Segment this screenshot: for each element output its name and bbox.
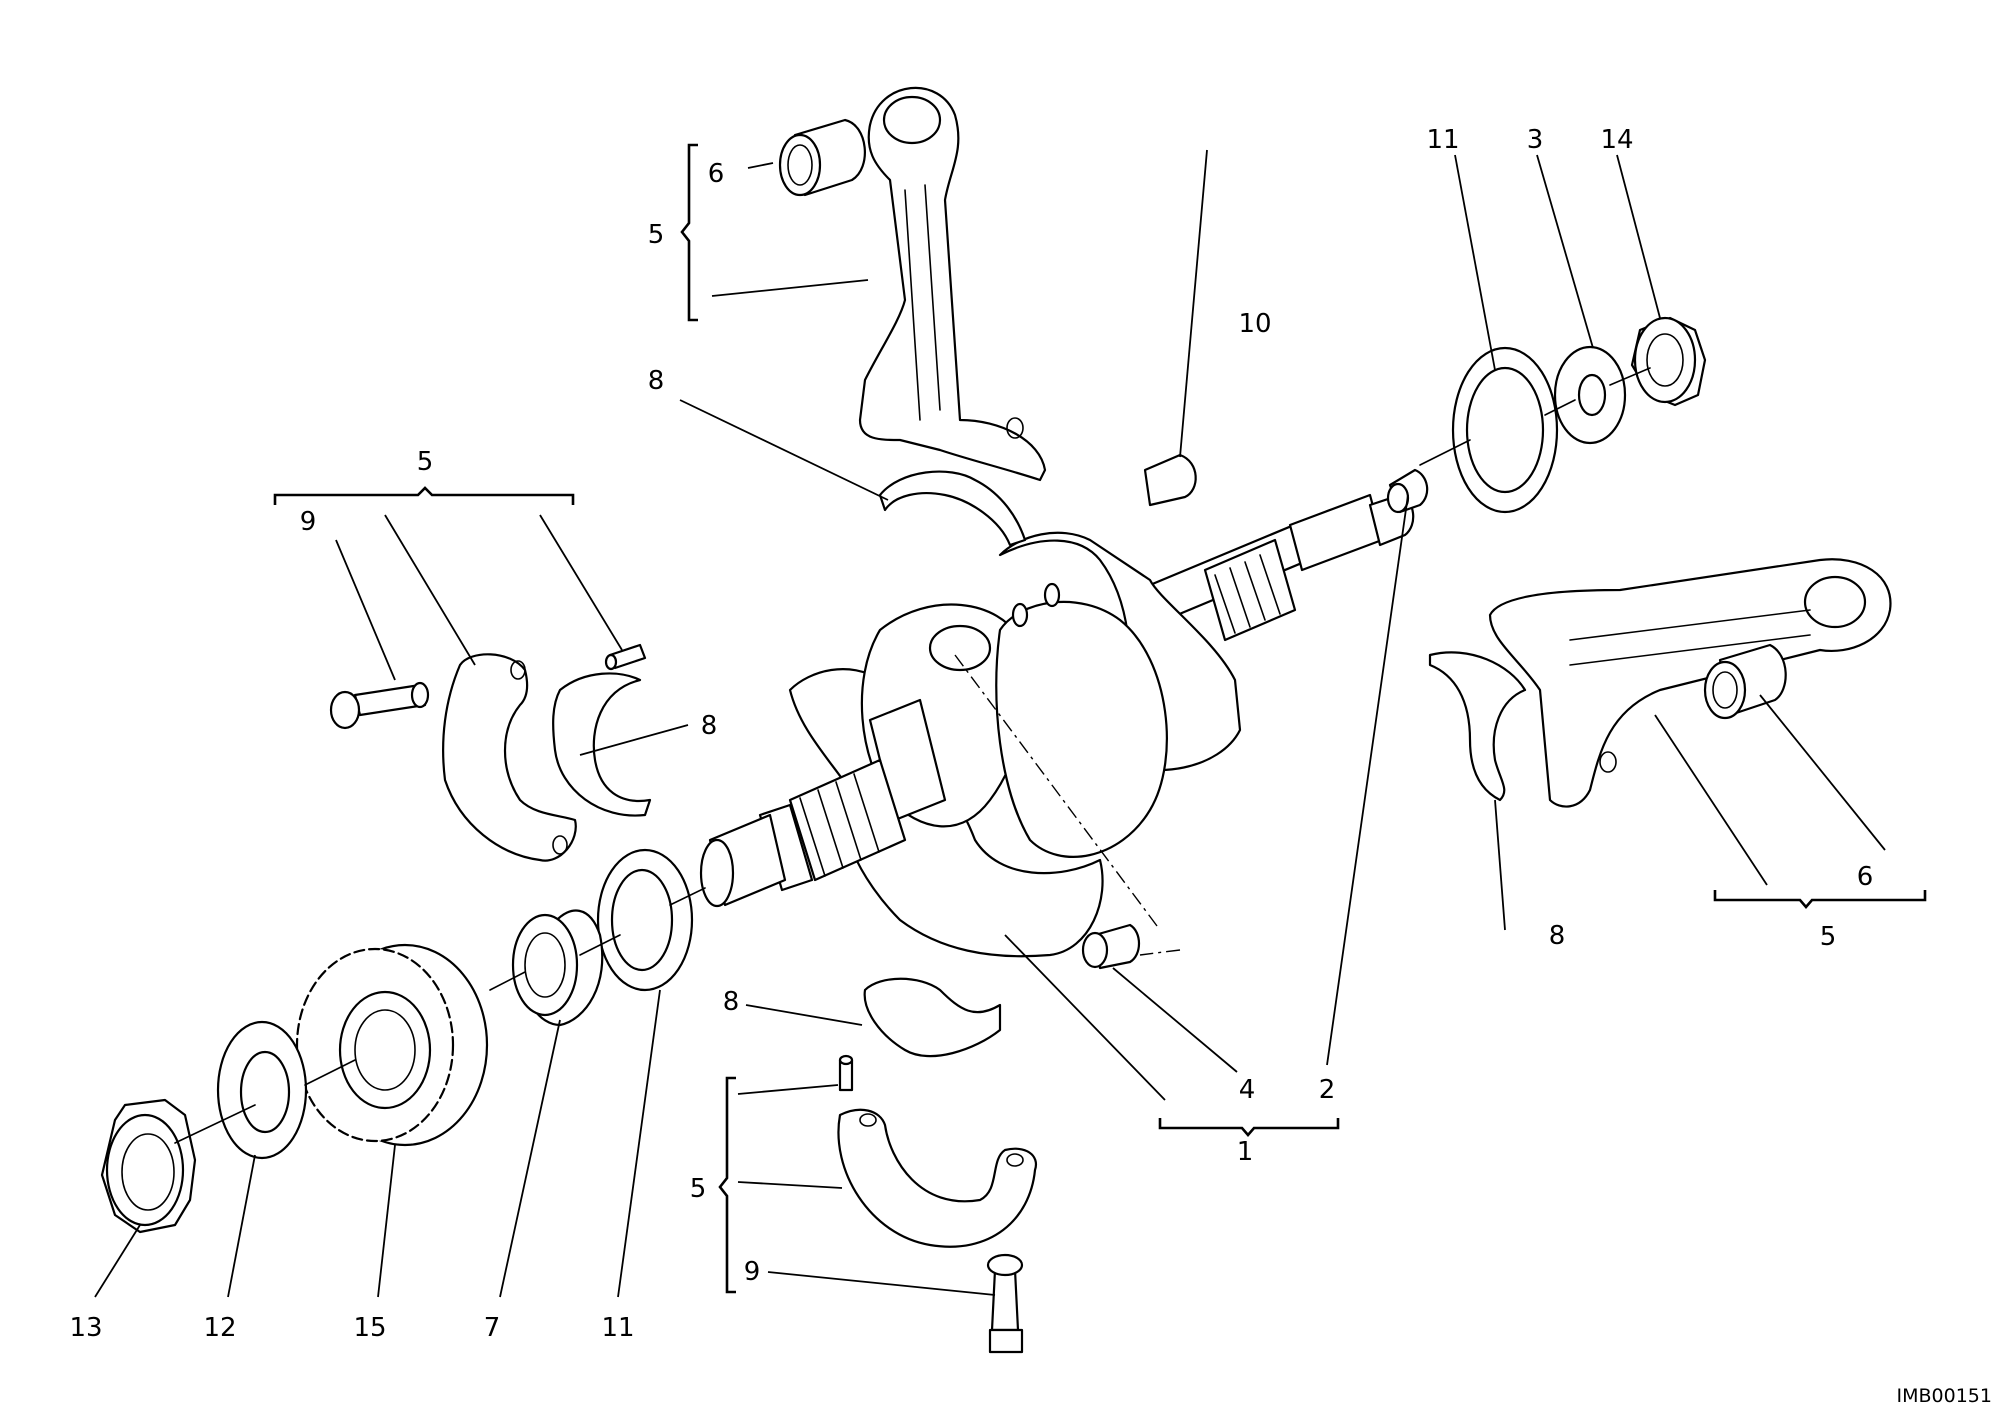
cap-bolt-lower bbox=[986, 1253, 1024, 1354]
spacer-washer-11-left bbox=[596, 848, 694, 992]
bearing-shell-upper bbox=[878, 470, 1027, 547]
small-end-bush-right bbox=[1703, 643, 1787, 720]
callout-6-right: 6 bbox=[1857, 862, 1874, 892]
small-end-bush-upper bbox=[778, 118, 866, 197]
callout-10: 10 bbox=[1238, 309, 1271, 339]
plug-4 bbox=[1081, 923, 1141, 970]
dowel-pin-upper bbox=[604, 643, 647, 671]
callout-1: 1 bbox=[1237, 1137, 1254, 1167]
callout-8-lower: 8 bbox=[723, 987, 740, 1017]
ring-nut-13 bbox=[100, 1098, 197, 1234]
big-end-cap-lower bbox=[837, 1108, 1038, 1248]
callout-8-upper: 8 bbox=[648, 366, 665, 396]
callout-5-left-cap: 5 bbox=[417, 447, 434, 477]
callout-13: 13 bbox=[69, 1313, 102, 1343]
callout-14: 14 bbox=[1600, 125, 1633, 155]
diagram-reference-code: IMB00151 bbox=[1897, 1385, 1992, 1407]
key-10 bbox=[1143, 453, 1197, 507]
callout-2: 2 bbox=[1319, 1075, 1336, 1105]
crankshaft-part bbox=[699, 493, 1415, 958]
cap-bolt-left bbox=[329, 681, 430, 730]
callout-11-right: 11 bbox=[1426, 125, 1459, 155]
bearing-shell-left bbox=[552, 672, 652, 817]
callout-4: 4 bbox=[1239, 1075, 1256, 1105]
callout-9-lower: 9 bbox=[744, 1257, 761, 1287]
bearing-shell-right bbox=[1428, 651, 1527, 802]
callout-3: 3 bbox=[1527, 125, 1544, 155]
callout-5-lower-cap: 5 bbox=[690, 1174, 707, 1204]
callout-8-left: 8 bbox=[701, 711, 718, 741]
callout-7: 7 bbox=[484, 1313, 501, 1343]
connecting-rod-right bbox=[1488, 558, 1892, 808]
washer-3 bbox=[1553, 345, 1627, 445]
bearing-shell-lower bbox=[863, 977, 1002, 1058]
spacer-washer-11-right bbox=[1451, 346, 1559, 514]
callout-12: 12 bbox=[203, 1313, 236, 1343]
nut-14 bbox=[1630, 316, 1707, 407]
callout-15: 15 bbox=[353, 1313, 386, 1343]
callout-11-left: 11 bbox=[601, 1313, 634, 1343]
oil-seal-7 bbox=[511, 909, 604, 1027]
gear-15 bbox=[295, 943, 489, 1147]
spring-washer-12 bbox=[216, 1020, 308, 1160]
callout-5-right-rod: 5 bbox=[1820, 922, 1837, 952]
connecting-rod-upper bbox=[858, 86, 1047, 482]
callout-9-left: 9 bbox=[300, 507, 317, 537]
callout-6-upper: 6 bbox=[708, 159, 725, 189]
big-end-cap-left bbox=[442, 653, 577, 862]
callout-5-upper-rod: 5 bbox=[648, 220, 665, 250]
plug-2 bbox=[1386, 468, 1429, 514]
dowel-pin-lower bbox=[838, 1054, 854, 1092]
callout-8-right: 8 bbox=[1549, 921, 1566, 951]
